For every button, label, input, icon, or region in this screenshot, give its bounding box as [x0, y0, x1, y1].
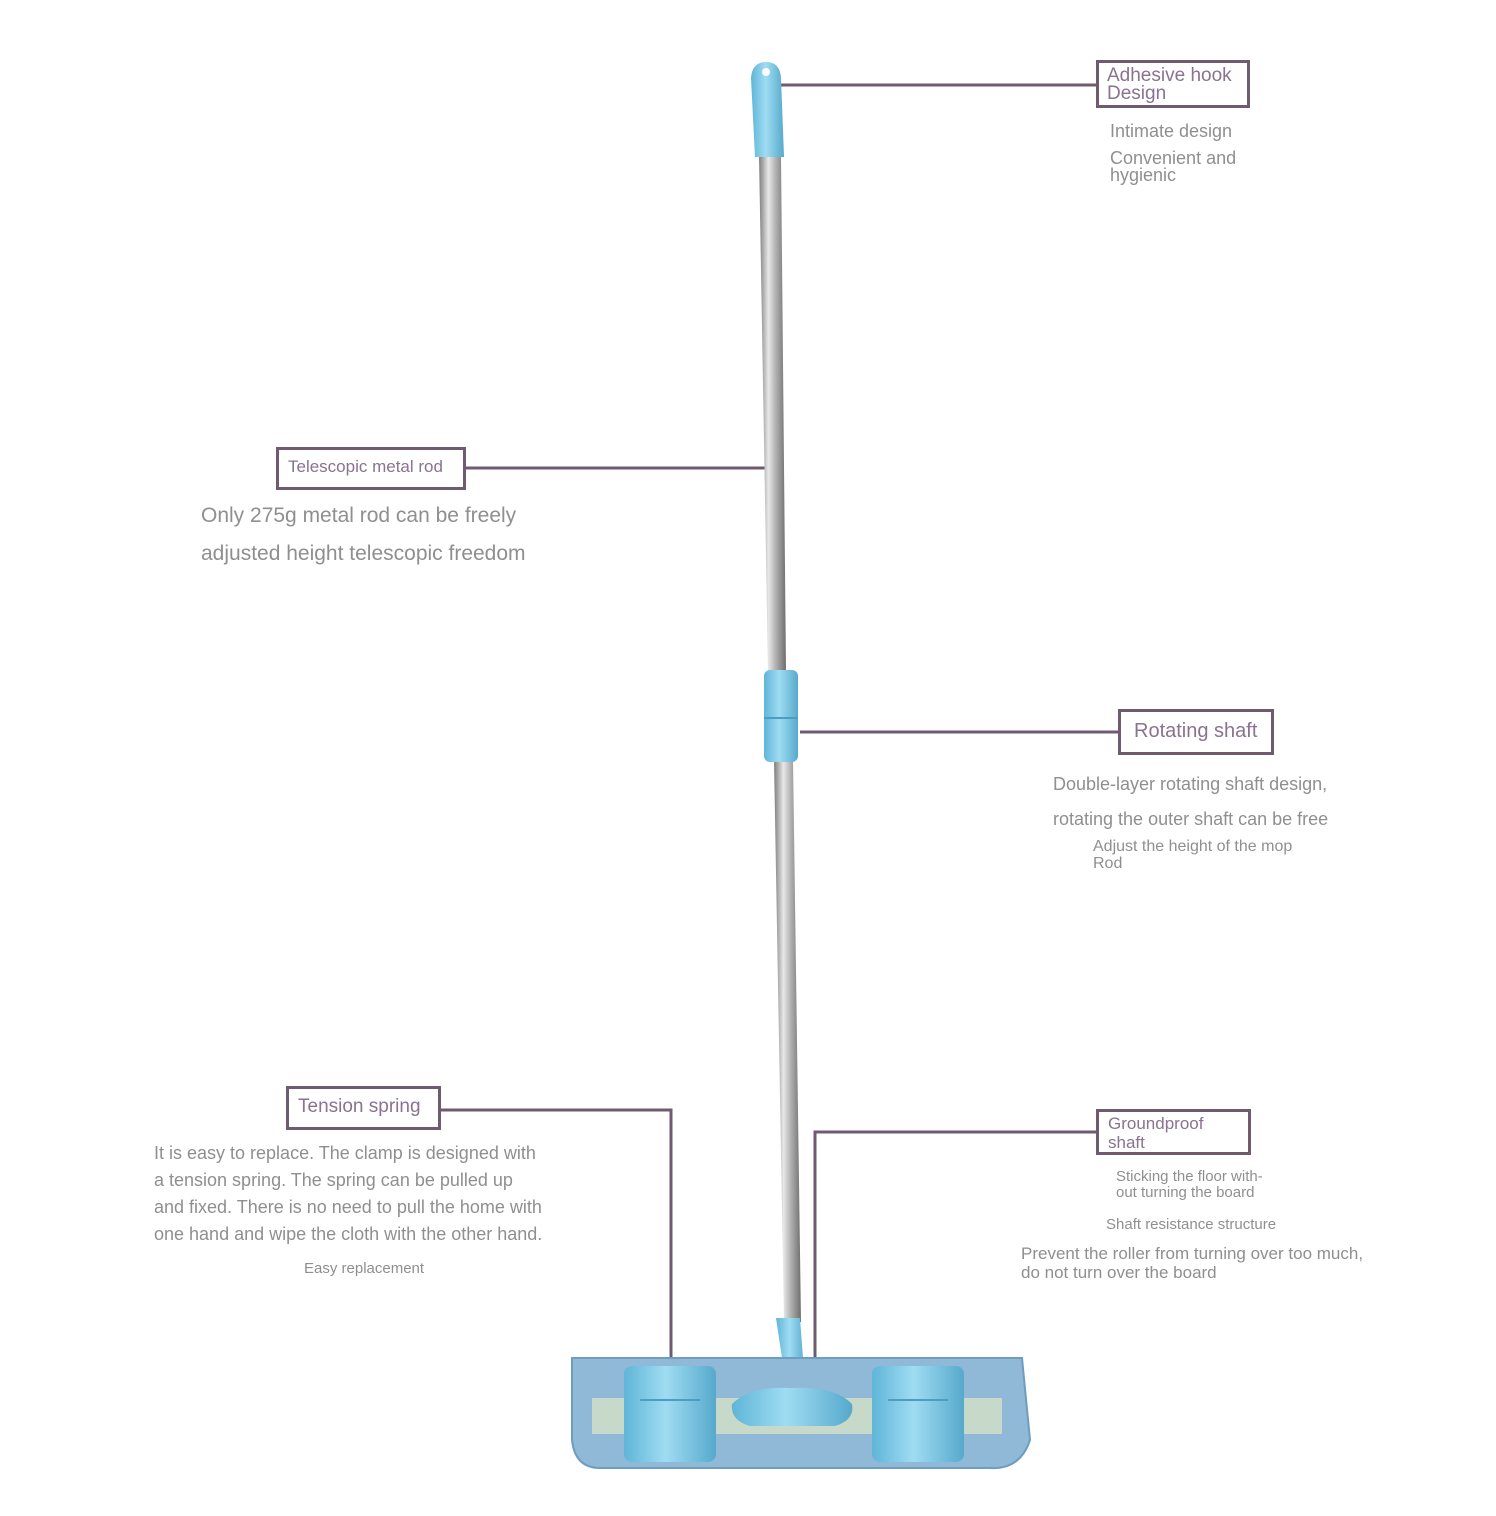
- shaft-description: Double-layer rotating shaft design, rota…: [1053, 767, 1328, 837]
- upper-metal-rod: [759, 155, 786, 672]
- lower-metal-rod: [774, 760, 801, 1322]
- ground-description-line-5: do not turn over the board: [1021, 1263, 1217, 1282]
- spring-leader-line: [438, 1108, 673, 1450]
- right-clamp: [872, 1366, 964, 1462]
- hook-description-2: Convenient and hygienic: [1110, 148, 1237, 185]
- spring-description-line-1: It is easy to replace. The clamp is desi…: [154, 1143, 536, 1163]
- ground-description-line-4: Prevent the roller from turning over too…: [1021, 1244, 1364, 1263]
- hook-description-line-2: Convenient and: [1110, 148, 1237, 168]
- shaft-description-line-4: Rod: [1093, 855, 1123, 872]
- hook-description: Intimate design: [1110, 118, 1232, 145]
- ground-description-line-2: out turning the board: [1116, 1184, 1255, 1201]
- spring-description-line-4: one hand and wipe the cloth with the oth…: [154, 1224, 543, 1244]
- ground-description-line-3: Shaft resistance structure: [1106, 1216, 1277, 1233]
- shaft-description-line-2: rotating the outer shaft can be free: [1053, 809, 1329, 829]
- shaft-description-small: Adjust the height of the mop Rod: [1093, 838, 1292, 872]
- shaft-description-line-3: Adjust the height of the mop: [1093, 838, 1293, 855]
- hook-grip: [751, 62, 784, 157]
- mop-head: [571, 1357, 1032, 1470]
- hook-callout-box: Adhesive hook Design: [1096, 60, 1250, 108]
- shaft-callout-box: Rotating shaft: [1118, 709, 1274, 755]
- mop-handle: [751, 62, 806, 1398]
- hanging-hole: [762, 68, 770, 76]
- spring-description: It is easy to replace. The clamp is desi…: [154, 1140, 542, 1248]
- rod-description: Only 275g metal rod can be freely adjust…: [201, 497, 526, 573]
- spring-description-line-3: and fixed. There is no need to pull the …: [154, 1197, 542, 1217]
- ground-title-line-1: Groundproof: [1108, 1114, 1204, 1133]
- rod-callout-box: Telescopic metal rod: [276, 447, 466, 490]
- shaft-description-line-1: Double-layer rotating shaft design,: [1053, 774, 1328, 794]
- hook-description-line-1: Intimate design: [1110, 121, 1233, 141]
- ground-title-line-2: shaft: [1108, 1133, 1145, 1152]
- ground-description-small: Sticking the floor with- out turning the…: [1116, 1169, 1263, 1201]
- ground-description-line-1: Sticking the floor with-: [1116, 1168, 1263, 1185]
- center-swivel-base: [731, 1387, 853, 1426]
- rod-description-line-1: Only 275g metal rod can be freely: [201, 504, 517, 527]
- hook-title-line-1: Adhesive hook: [1107, 65, 1232, 86]
- rod-description-line-2: adjusted height telescopic freedom: [201, 542, 526, 565]
- rotating-collar: [764, 670, 798, 762]
- left-clamp: [624, 1366, 716, 1462]
- hook-description-line-3: hygienic: [1110, 165, 1177, 185]
- spring-title: Tension spring: [298, 1096, 421, 1117]
- spring-callout-box: Tension spring: [286, 1086, 441, 1130]
- leader-lines: [438, 83, 1120, 1450]
- ground-description-structure: Shaft resistance structure: [1106, 1216, 1276, 1233]
- ground-leader-line: [813, 1130, 1100, 1395]
- hook-title-line-2: Design: [1107, 83, 1167, 104]
- ground-callout-box: Groundproof shaft: [1096, 1109, 1251, 1155]
- ground-description-prevent: Prevent the roller from turning over too…: [1021, 1244, 1363, 1282]
- shaft-title: Rotating shaft: [1134, 720, 1258, 742]
- rod-title: Telescopic metal rod: [288, 457, 443, 476]
- spring-description-line-2: a tension spring. The spring can be pull…: [154, 1170, 513, 1190]
- spring-footnote: Easy replacement: [304, 1260, 425, 1277]
